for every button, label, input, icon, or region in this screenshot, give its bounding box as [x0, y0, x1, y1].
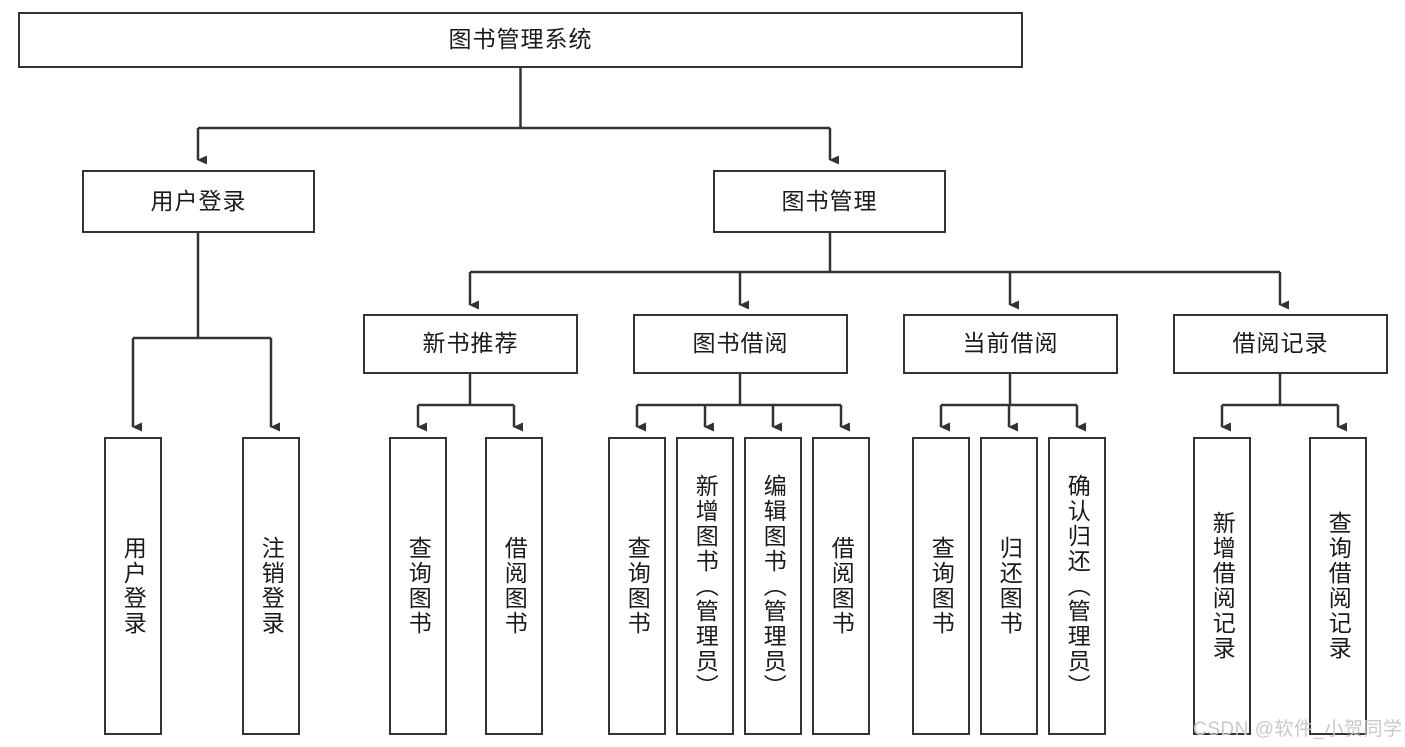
- node-current-borrow-label: 当前借阅: [962, 330, 1059, 357]
- node-root[interactable]: 图书管理系统: [18, 12, 1023, 68]
- node-leaf-add-record-label: 新增借阅记录: [1209, 511, 1236, 661]
- node-book-borrow-label: 图书借阅: [692, 330, 789, 357]
- node-leaf-confirm-return[interactable]: 确认归还（管理员）: [1048, 437, 1106, 735]
- node-user-login[interactable]: 用户登录: [82, 170, 315, 233]
- node-leaf-user-login-label: 用户登录: [120, 536, 147, 636]
- node-leaf-query-book-3[interactable]: 查询图书: [912, 437, 970, 735]
- node-book-borrow[interactable]: 图书借阅: [633, 314, 848, 374]
- node-leaf-query-book-1-label: 查询图书: [405, 536, 432, 636]
- node-book-manage[interactable]: 图书管理: [713, 170, 946, 233]
- node-leaf-user-logout[interactable]: 注销登录: [242, 437, 300, 735]
- node-new-book-recommend[interactable]: 新书推荐: [363, 314, 578, 374]
- node-book-manage-label: 图书管理: [781, 187, 878, 214]
- node-leaf-return-book[interactable]: 归还图书: [980, 437, 1038, 735]
- node-leaf-add-record[interactable]: 新增借阅记录: [1193, 437, 1251, 735]
- node-leaf-borrow-book-2[interactable]: 借阅图书: [812, 437, 870, 735]
- node-leaf-return-book-label: 归还图书: [996, 536, 1023, 636]
- node-leaf-add-book-label: 新增图书（管理员）: [692, 473, 719, 699]
- node-borrow-record[interactable]: 借阅记录: [1173, 314, 1388, 374]
- node-leaf-borrow-book-2-label: 借阅图书: [828, 536, 855, 636]
- node-leaf-add-book[interactable]: 新增图书（管理员）: [676, 437, 734, 735]
- csdn-watermark: CSDN @软件_小贺同学: [1193, 719, 1403, 740]
- node-leaf-query-book-1[interactable]: 查询图书: [389, 437, 447, 735]
- node-borrow-record-label: 借阅记录: [1232, 330, 1329, 357]
- node-leaf-edit-book[interactable]: 编辑图书（管理员）: [744, 437, 802, 735]
- node-leaf-confirm-return-label: 确认归还（管理员）: [1064, 473, 1091, 699]
- node-leaf-query-record-label: 查询借阅记录: [1325, 511, 1352, 661]
- node-current-borrow[interactable]: 当前借阅: [903, 314, 1118, 374]
- node-user-login-label: 用户登录: [150, 187, 247, 214]
- node-leaf-borrow-book-1-label: 借阅图书: [501, 536, 528, 636]
- node-leaf-query-book-3-label: 查询图书: [928, 536, 955, 636]
- node-root-label: 图书管理系统: [448, 26, 593, 53]
- node-leaf-borrow-book-1[interactable]: 借阅图书: [485, 437, 543, 735]
- node-leaf-query-record[interactable]: 查询借阅记录: [1309, 437, 1367, 735]
- node-leaf-user-login[interactable]: 用户登录: [104, 437, 162, 735]
- node-new-book-recommend-label: 新书推荐: [422, 330, 519, 357]
- node-leaf-user-logout-label: 注销登录: [258, 536, 285, 636]
- node-leaf-edit-book-label: 编辑图书（管理员）: [760, 473, 787, 699]
- node-leaf-query-book-2-label: 查询图书: [624, 536, 651, 636]
- node-leaf-query-book-2[interactable]: 查询图书: [608, 437, 666, 735]
